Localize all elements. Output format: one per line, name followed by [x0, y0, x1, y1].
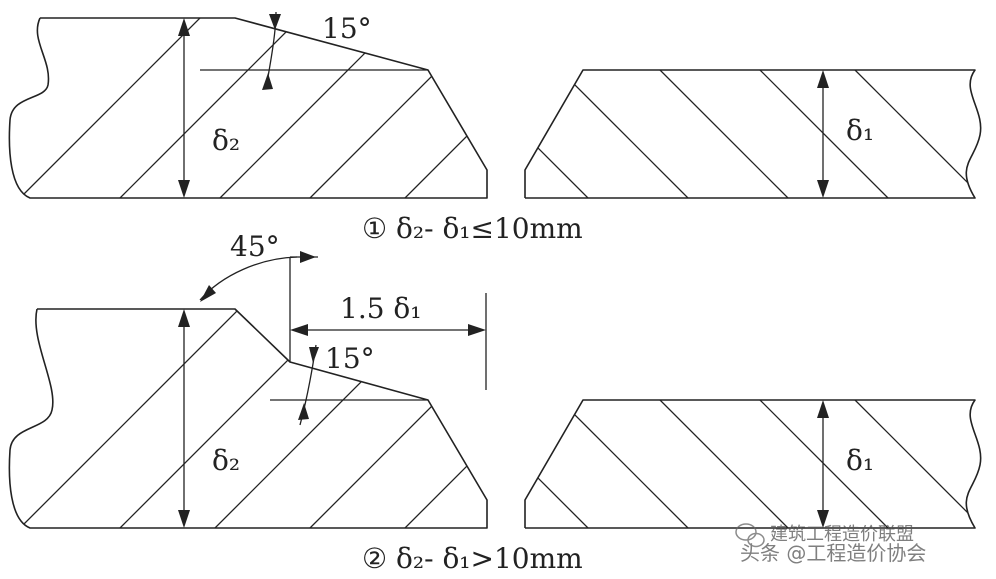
angle-45-marker [199, 251, 318, 362]
delta1-dimension [817, 70, 829, 198]
offset-label: 1.5 δ₁ [340, 292, 422, 325]
angle-15-label: 15° [322, 12, 372, 45]
delta2-label: δ₂ [212, 444, 240, 477]
figure-1: 15° δ₂ δ₁ ① δ₂- δ₁≤10mm [8, 11, 982, 245]
angle-45-label: 45° [230, 230, 280, 263]
angle-15-marker [270, 344, 428, 426]
right-plate-thin [524, 399, 982, 529]
hatching [525, 400, 981, 528]
offset-dimension [290, 293, 487, 390]
left-plate-thick [8, 17, 488, 199]
hatching [19, 309, 487, 528]
delta2-dimension [178, 309, 190, 528]
watermark: 建筑工程造价联盟 头条 @工程造价协会 [735, 523, 926, 565]
delta2-label: δ₂ [212, 124, 240, 157]
hatching [525, 70, 981, 198]
wechat-icon [735, 523, 765, 548]
angle-15-label: 15° [325, 342, 375, 375]
hatching [19, 18, 487, 198]
caption-2: ② δ₂- δ₁>10mm [362, 542, 583, 575]
watermark-line2: 头条 @工程造价协会 [740, 541, 926, 565]
right-plate-thin [524, 69, 982, 199]
caption-1: ① δ₂- δ₁≤10mm [362, 212, 583, 245]
angle-15-marker [200, 11, 428, 90]
watermark-line1: 建筑工程造价联盟 [770, 524, 914, 545]
delta1-dimension [817, 400, 829, 528]
delta1-label: δ₁ [846, 444, 874, 477]
delta2-dimension [178, 18, 190, 198]
figure-2: 45° 1.5 δ₁ 15° δ₂ δ₁ ② δ₂- δ₁>10mm [8, 230, 982, 575]
left-plate-thick [8, 308, 488, 529]
delta1-label: δ₁ [846, 114, 874, 147]
